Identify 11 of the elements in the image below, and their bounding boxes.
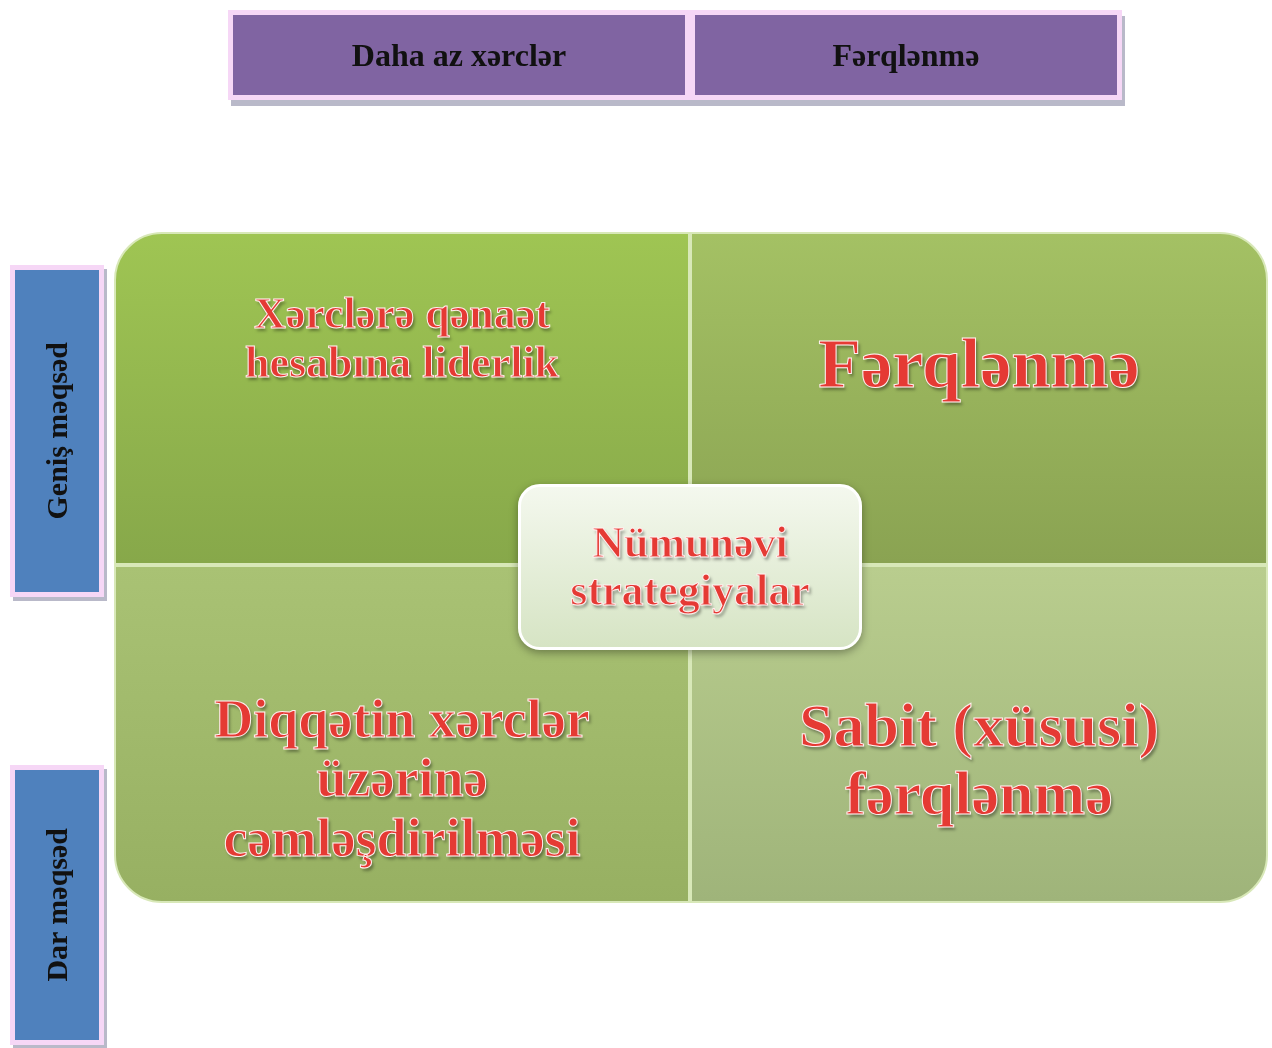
header-text: Daha az xərclər (351, 36, 567, 74)
center-box (518, 484, 862, 650)
quadrant-title: Fərqlənmə (818, 325, 1140, 402)
center-title: Nümunəvi strategiyalar (569, 518, 811, 616)
quadrant-title: Xərclərə qənaət hesabına liderlik (243, 290, 561, 387)
quadrant-title: Diqqətin xərclər üzərinə cəmləşdirilməsi (213, 689, 591, 869)
row-header-text: Geniş məqsəd (40, 342, 74, 520)
header-text: Fərqlənmə (832, 36, 980, 74)
row-header (10, 765, 104, 1045)
quadrant-title: Sabit (xüsusi) fərqlənmə (797, 690, 1161, 828)
row-header-text: Dar məqsəd (40, 828, 74, 982)
